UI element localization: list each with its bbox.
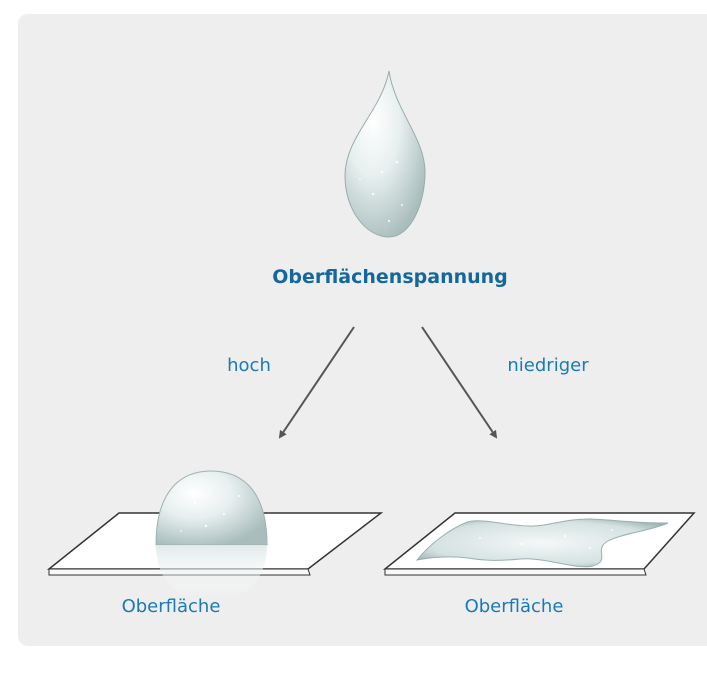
- diagram-title: Oberflächenspannung: [272, 266, 508, 288]
- high-tension-label: hoch: [227, 355, 271, 376]
- right-arrow: [421, 326, 498, 439]
- left-arrow: [278, 326, 355, 439]
- water-drop-icon: [344, 70, 426, 238]
- left-surface-label: Oberfläche: [121, 596, 221, 617]
- right-surface-label: Oberfläche: [464, 596, 564, 617]
- round-drop-icon: [155, 470, 268, 602]
- puddle-drop-icon: [415, 518, 669, 568]
- low-tension-label: niedriger: [507, 355, 589, 376]
